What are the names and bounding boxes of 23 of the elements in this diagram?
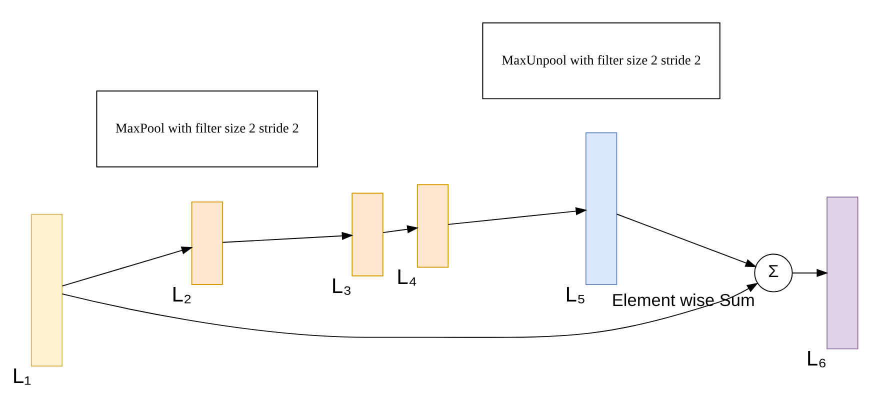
node-label: L₅	[565, 282, 586, 306]
node-bar	[416, 184, 449, 268]
arrow	[616, 213, 757, 267]
arrow	[792, 268, 828, 277]
node-label: L₄	[396, 266, 418, 289]
node-box: MaxUnpool with filter size 2 stride 2	[482, 22, 720, 99]
node-label: L₃	[331, 274, 352, 298]
node-label: Element wise Sum	[612, 289, 755, 310]
node-bar	[585, 132, 618, 284]
node-label: L₁	[12, 364, 32, 388]
node-bar	[352, 192, 384, 276]
node-box: MaxPool with filter size 2 stride 2	[96, 90, 318, 167]
node-label: L₆	[806, 347, 827, 370]
node-bar	[191, 200, 223, 284]
node-circle: Σ	[754, 253, 793, 292]
node-label: L₂	[172, 282, 192, 306]
arrow	[222, 231, 354, 242]
node-bar	[30, 213, 63, 366]
arrow	[62, 282, 758, 338]
arrow	[382, 224, 419, 233]
arrow	[62, 246, 193, 286]
arrow	[448, 206, 588, 224]
node-bar	[826, 196, 858, 349]
